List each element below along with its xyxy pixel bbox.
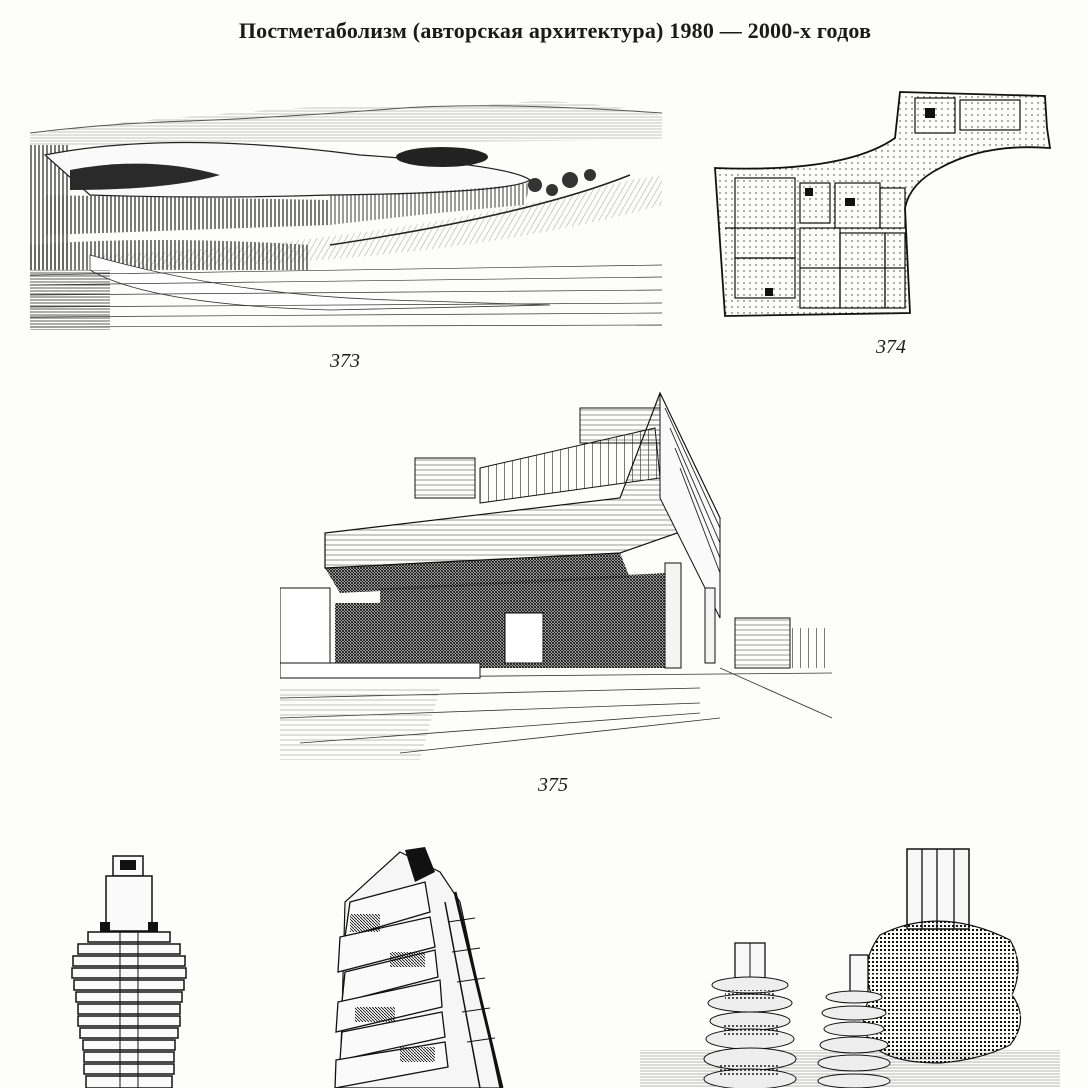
page-title: Постметаболизм (авторская архитектура) 1… (238, 18, 872, 43)
figure-373-caption: 373 (330, 350, 360, 372)
figure-373-drawing (30, 95, 662, 335)
tower-cluster-drawing (640, 845, 1060, 1088)
figure-374-plan (705, 88, 1075, 320)
figure-374-caption: 374 (876, 336, 906, 358)
figure-375-caption: 375 (538, 774, 568, 796)
tower-perspective-drawing (330, 842, 510, 1088)
figure-375-drawing (280, 388, 832, 760)
tower-elevation-drawing (68, 852, 190, 1088)
